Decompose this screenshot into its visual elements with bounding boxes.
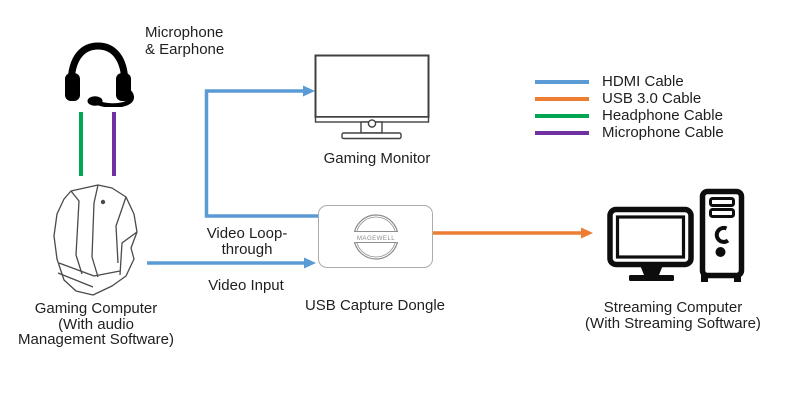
gaming-computer-caption-line1: Gaming Computer: [34, 300, 158, 317]
headset-icon: [65, 42, 134, 107]
hdmi-loopthrough-arrowhead: [303, 85, 315, 97]
gaming-monitor-icon: [314, 54, 430, 140]
gaming-monitor-caption: Gaming Monitor: [323, 150, 431, 167]
streaming-computer-caption: Streaming Computer (With Streaming Softw…: [553, 300, 793, 332]
video-loopthrough-label-line2: through: [221, 241, 273, 258]
hdmi-cable-swatch: [535, 80, 589, 84]
legend-item-usb: USB 3.0 Cable: [533, 90, 724, 107]
headset-label: Microphone & Earphone: [145, 24, 224, 58]
legend-item-microphone: Microphone Cable: [533, 124, 724, 141]
gaming-computer-caption-line3: Management Software): [18, 331, 174, 348]
legend-item-headphone: Headphone Cable: [533, 107, 724, 124]
video-input-label: Video Input: [208, 277, 284, 294]
video-input-arrowhead: [304, 257, 316, 269]
gaming-computer-caption-line2: (With audio: [58, 315, 134, 333]
video-loopthrough-label: Video Loop- through: [187, 226, 307, 258]
magewell-logo-icon: MAGEWELL: [352, 213, 399, 260]
magewell-logo-text: MAGEWELL: [356, 234, 394, 241]
streaming-computer-caption-line2: (With Streaming Software): [585, 315, 761, 332]
video-loopthrough-label-line1: Video Loop-: [206, 225, 288, 242]
usb-capture-dongle-caption: USB Capture Dongle: [304, 297, 446, 314]
streaming-computer-icon: [607, 188, 745, 282]
usb-capture-dongle: MAGEWELL: [318, 205, 433, 268]
gaming-computer-caption: Gaming Computer (With audio Management S…: [0, 301, 192, 348]
hdmi-loopthrough-line: [204, 89, 318, 218]
legend-item-hdmi: HDMI Cable: [533, 73, 724, 90]
legend-label-hdmi: HDMI Cable: [602, 73, 684, 90]
legend: HDMI Cable USB 3.0 Cable Headphone Cable…: [533, 73, 724, 141]
legend-label-headphone: Headphone Cable: [602, 107, 723, 124]
headphone-cable-swatch: [535, 114, 589, 118]
headset-label-line1: Microphone: [145, 24, 224, 41]
streaming-computer-caption-line1: Streaming Computer: [603, 299, 743, 316]
microphone-cable-swatch: [535, 131, 589, 135]
legend-label-microphone: Microphone Cable: [602, 124, 724, 141]
gaming-computer-icon: [53, 184, 138, 296]
legend-label-usb: USB 3.0 Cable: [602, 90, 702, 107]
usb-cable-arrowhead: [581, 227, 593, 239]
headset-label-line2: & Earphone: [145, 41, 225, 58]
usb-cable-swatch: [535, 97, 589, 101]
